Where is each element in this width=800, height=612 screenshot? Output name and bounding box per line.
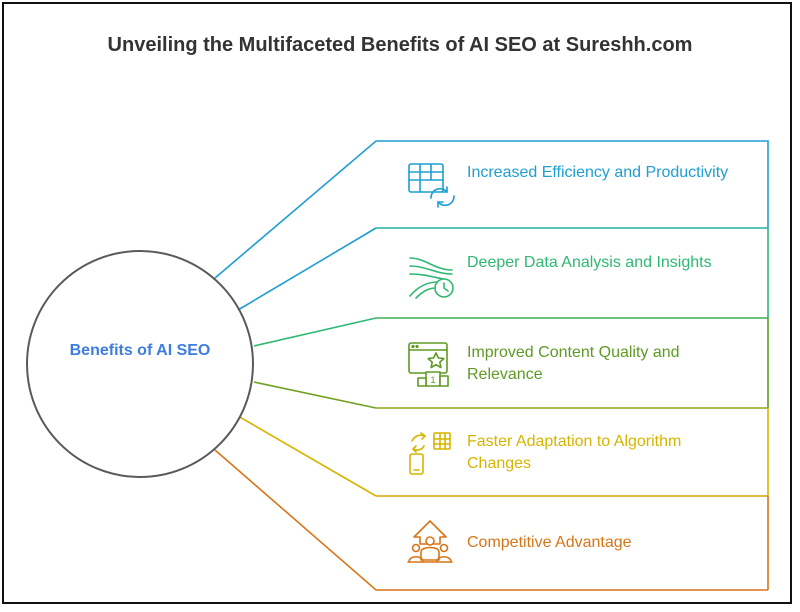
adaptation-devices-icon bbox=[409, 432, 451, 475]
band-4 bbox=[237, 408, 769, 497]
item-label-data-analysis: Deeper Data Analysis and Insights bbox=[467, 254, 712, 271]
band-1 bbox=[214, 140, 769, 311]
table-refresh-icon bbox=[408, 163, 455, 208]
competitive-arrow-icon bbox=[407, 520, 453, 563]
band-2 bbox=[253, 228, 769, 347]
item-label-efficiency: Increased Efficiency and Productivity bbox=[467, 164, 729, 181]
item-label-content-quality: Improved Content Quality and Relevance bbox=[467, 344, 680, 383]
item-label-algorithm-adaptation: Faster Adaptation to Algorithm Changes bbox=[467, 433, 682, 472]
svg-text:1: 1 bbox=[430, 375, 435, 385]
center-circle bbox=[26, 250, 254, 478]
band-5 bbox=[214, 449, 769, 591]
data-flow-clock-icon bbox=[409, 257, 454, 299]
center-label: Benefits of AI SEO bbox=[69, 342, 211, 359]
band-3 bbox=[253, 318, 769, 409]
content-star-podium-icon: 1 bbox=[408, 342, 449, 387]
diagram-title: Unveiling the Multifaceted Benefits of A… bbox=[107, 34, 693, 56]
item-label-competitive-advantage: Competitive Advantage bbox=[467, 534, 632, 551]
